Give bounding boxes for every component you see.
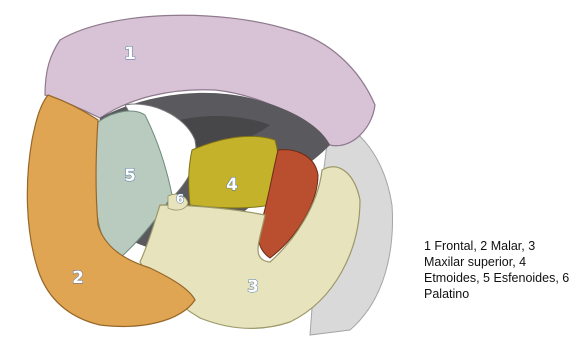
label-esfenoides-number: 5 [124,166,136,186]
label-etmoides-number: 4 [226,175,238,195]
etmoides-bone [189,136,279,208]
label-maxilar-number: 3 [247,277,259,297]
figure-caption: 1 Frontal, 2 Malar, 3 Maxilar superior, … [424,238,574,302]
orbit-illustration: 1 2 3 4 5 6 [0,0,420,345]
label-frontal-number: 1 [124,44,136,64]
label-palatino-number: 6 [176,192,184,206]
label-malar-number: 2 [72,268,84,288]
